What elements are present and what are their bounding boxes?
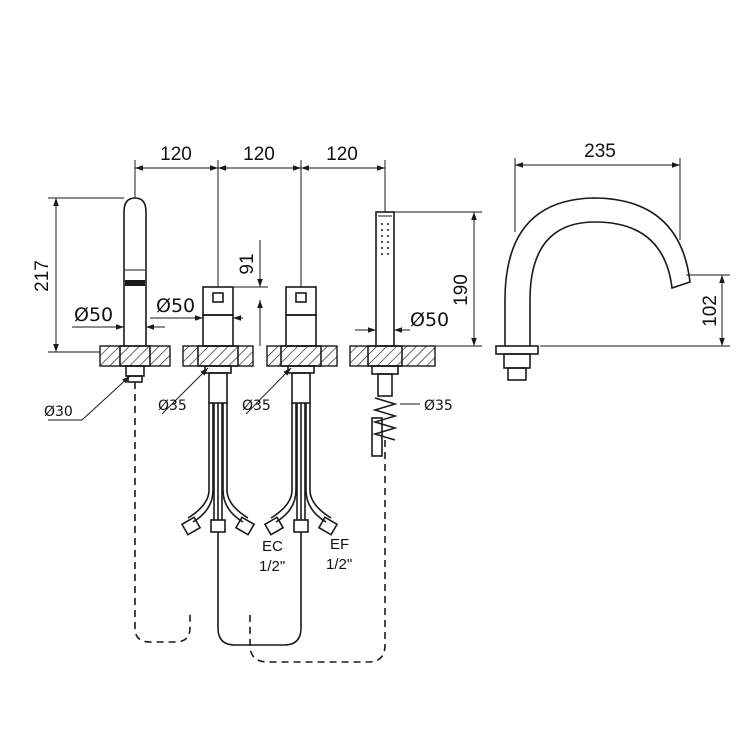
hand-shower — [249, 211, 403, 663]
deck-sections — [99, 345, 436, 367]
hot-connection-code: EC — [262, 538, 283, 555]
dim-shower-height: 190 — [451, 274, 472, 306]
connection-labels: EC 1/2" EF 1/2" — [259, 536, 352, 575]
dim-diameter-35-cold: Ø35 — [242, 398, 271, 414]
dimension-lines — [48, 158, 730, 421]
dim-handle-height: 91 — [237, 253, 258, 274]
spout — [495, 197, 691, 381]
cold-connection-code: EF — [330, 536, 349, 553]
dim-diameter-35-hot: Ø35 — [158, 398, 187, 414]
dim-diameter-50-shower: Ø50 — [410, 309, 449, 331]
dimension-labels: 120 120 120 235 102 217 91 190 Ø50 Ø50 Ø… — [32, 141, 721, 420]
dim-spacing-3: 120 — [326, 144, 358, 165]
dim-spout-height: 102 — [700, 295, 721, 327]
dim-spout-reach: 235 — [584, 141, 616, 162]
dim-diameter-50-holder: Ø50 — [74, 304, 113, 326]
hot-connection-size: 1/2" — [259, 558, 285, 575]
dim-total-height: 217 — [32, 260, 53, 292]
cold-connection-size: 1/2" — [326, 556, 352, 573]
dim-diameter-50-handle: Ø50 — [156, 295, 195, 317]
shower-spray-holes — [381, 223, 389, 255]
hot-handle-valve — [180, 286, 302, 646]
shower-holder — [119, 197, 191, 643]
dim-diameter-35-shower: Ø35 — [424, 398, 453, 414]
dim-spacing-2: 120 — [243, 144, 275, 165]
deck-section-1 — [99, 345, 171, 367]
deck-section-4 — [349, 345, 436, 367]
cold-handle-valve — [263, 286, 339, 536]
deck-section-2 — [182, 345, 254, 367]
deck-section-3 — [266, 345, 338, 367]
dim-spacing-1: 120 — [160, 144, 192, 165]
dim-diameter-30: Ø30 — [44, 404, 73, 420]
